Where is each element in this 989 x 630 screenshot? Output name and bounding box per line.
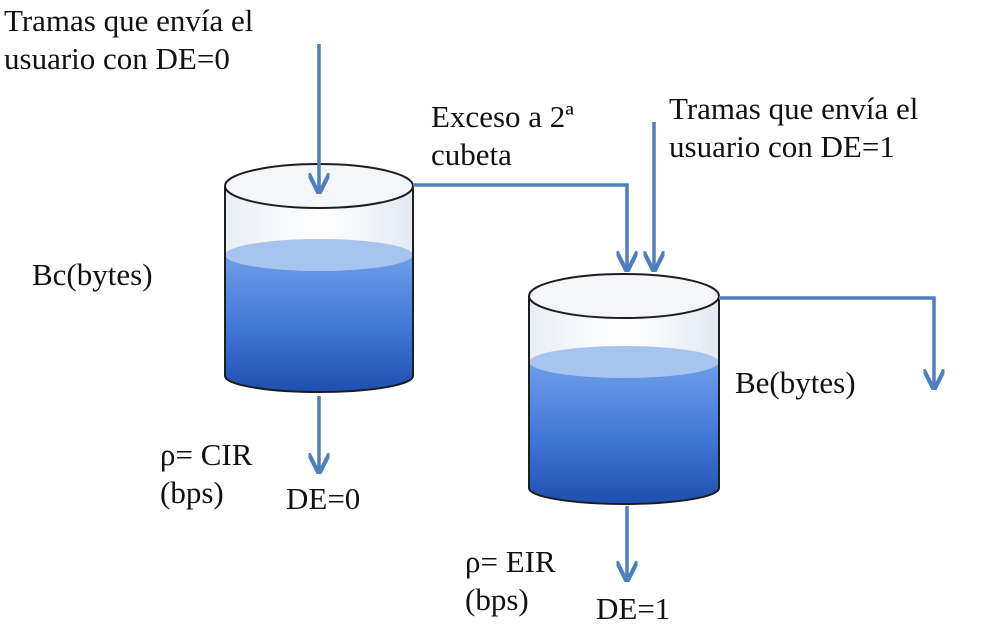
bucket-1-capacity-label: Bc(bytes) [32,257,153,292]
input-de1-label-line-2: usuario con DE=1 [669,128,895,164]
bucket-1-rate-line-1: ρ= CIR [160,437,253,472]
bucket-1-output-label: DE=0 [286,481,361,516]
bucket-2-water-surface [529,346,719,378]
input-de0-label-line-2: usuario con DE=0 [4,40,230,76]
discard-arrow [719,296,934,386]
bucket-2 [528,273,720,505]
bucket-2-output-label: DE=1 [596,591,671,626]
bucket-2-rate-line-2: (bps) [465,581,529,617]
bucket-2-rate-line-1: ρ= EIR [465,544,556,579]
overflow-arrow [413,183,627,268]
input-de0-label-line-1: Tramas que envía el [4,3,254,38]
overflow-label-line-2: cubeta [431,136,512,172]
input-de1-label: Tramas que envía el usuario con DE=1 [669,90,918,166]
overflow-label-line-1: Exceso a 2ª [431,99,574,134]
bucket-2-capacity-label: Be(bytes) [735,365,856,400]
overflow-label: Exceso a 2ª cubeta [431,98,574,174]
bucket-2-rate-label: ρ= EIR (bps) [465,543,556,619]
bucket-1-rate-label: ρ= CIR (bps) [160,436,252,512]
bucket-1 [224,163,414,393]
bucket-2-rim [528,273,720,319]
input-de0-label: Tramas que envía el usuario con DE=0 [4,2,253,78]
bucket-1-rate-line-2: (bps) [160,474,224,510]
bucket-1-water [225,255,413,392]
input-de1-label-line-1: Tramas que envía el [669,91,919,126]
bucket-2-water [529,362,719,504]
bucket-1-water-surface [225,239,413,271]
